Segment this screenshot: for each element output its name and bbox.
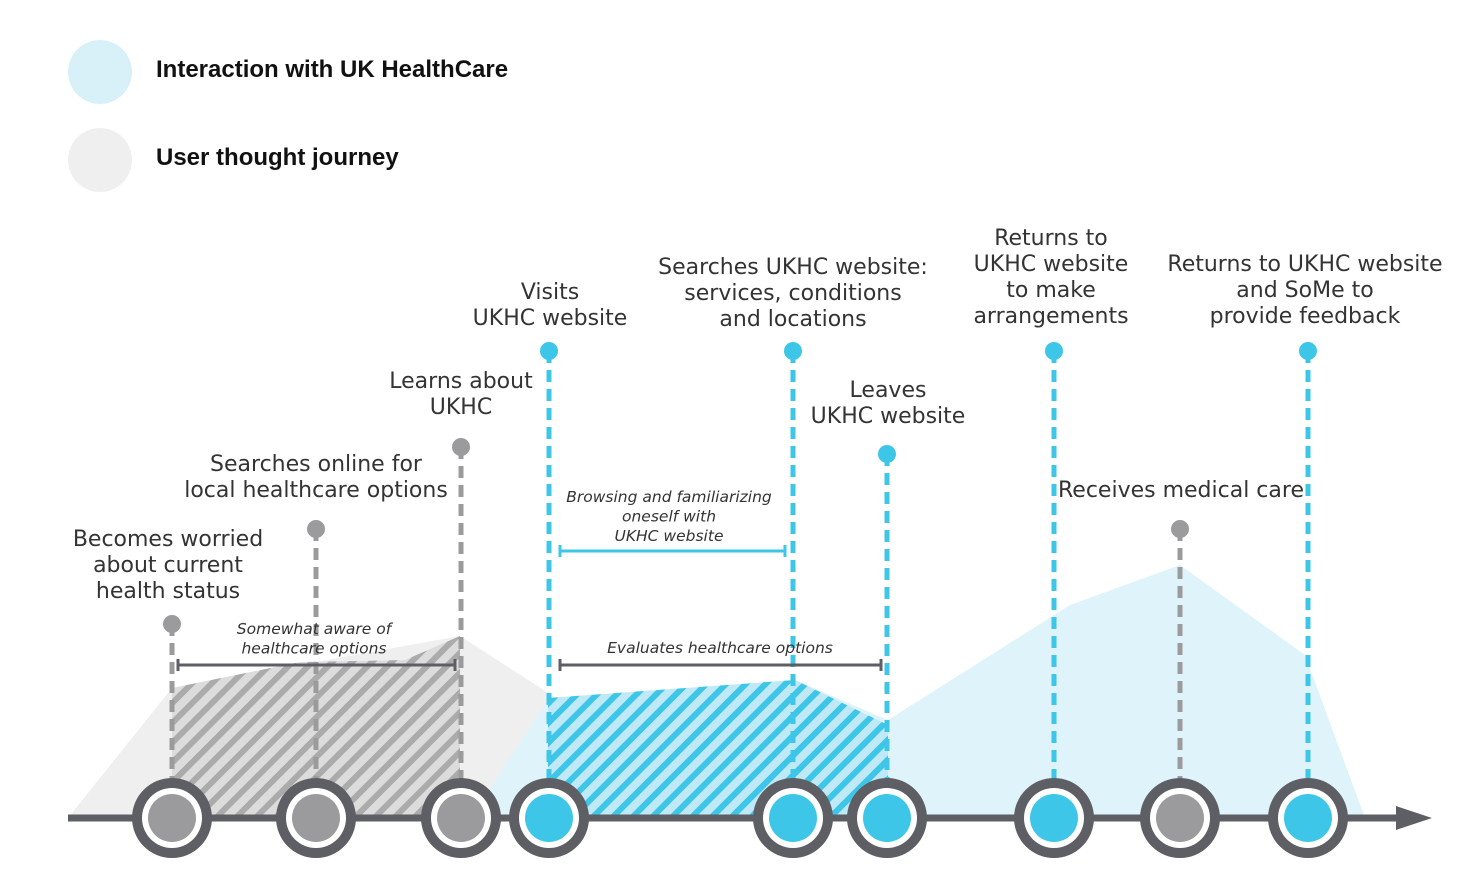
legend-thought-swatch-icon xyxy=(68,128,132,192)
event-label-line: and SoMe to xyxy=(1236,278,1373,303)
event-label-line: Returns to UKHC website xyxy=(1167,252,1442,277)
timeline-node-center-8 xyxy=(1156,794,1204,842)
timeline-node-center-3 xyxy=(437,794,485,842)
timeline-node-center-7 xyxy=(1030,794,1078,842)
timeline-node-center-5 xyxy=(769,794,817,842)
span-label-1: Somewhat aware of healthcare options xyxy=(237,620,394,658)
event-marker-dot-1 xyxy=(163,615,181,633)
legend-thought-label: User thought journey xyxy=(156,144,399,171)
interaction-hatched-area xyxy=(548,680,888,818)
event-label-line: Learns about xyxy=(389,369,533,394)
event-label-line: Visits xyxy=(521,280,579,305)
event-marker-dot-5 xyxy=(784,342,802,360)
event-label-line: provide feedback xyxy=(1210,304,1401,329)
timeline-node-center-9 xyxy=(1284,794,1332,842)
event-label-line: Receives medical care xyxy=(1058,478,1304,503)
event-marker-dot-6 xyxy=(878,445,896,463)
event-label-line: Returns to xyxy=(994,226,1108,251)
timeline-node-center-2 xyxy=(292,794,340,842)
event-label-8: Receives medical care xyxy=(1058,478,1304,503)
event-marker-dot-3 xyxy=(452,438,470,456)
event-label-line: UKHC website xyxy=(811,404,966,429)
span-label-line: healthcare options xyxy=(241,640,386,658)
event-marker-dot-2 xyxy=(307,520,325,538)
event-label-line: Searches online for xyxy=(210,452,423,477)
timeline-node-center-6 xyxy=(863,794,911,842)
event-label-line: to make xyxy=(1006,278,1095,303)
event-label-line: services, conditions xyxy=(684,281,901,306)
event-label-5: Searches UKHC website:services, conditio… xyxy=(658,255,928,332)
event-label-line: UKHC website xyxy=(473,306,628,331)
event-label-line: Searches UKHC website: xyxy=(658,255,928,280)
span-label-line: UKHC website xyxy=(615,527,724,545)
event-label-line: UKHC xyxy=(430,395,492,420)
event-label-line: arrangements xyxy=(973,304,1128,329)
span-label-3: Evaluates healthcare options xyxy=(607,639,833,657)
span-label-line: Evaluates healthcare options xyxy=(607,639,833,657)
event-label-line: UKHC website xyxy=(974,252,1129,277)
event-marker-dot-7 xyxy=(1045,342,1063,360)
event-label-line: local healthcare options xyxy=(184,478,448,503)
event-nodes xyxy=(132,778,1348,858)
event-label-line: Leaves xyxy=(850,378,927,403)
legend-interaction-swatch-icon xyxy=(68,40,132,104)
event-marker-dot-4 xyxy=(540,342,558,360)
timeline-node-center-1 xyxy=(148,794,196,842)
event-marker-dot-9 xyxy=(1299,342,1317,360)
event-label-line: health status xyxy=(96,579,240,604)
timeline-node-center-4 xyxy=(525,794,573,842)
span-label-line: oneself with xyxy=(622,508,716,526)
event-marker-dot-8 xyxy=(1171,520,1189,538)
event-label-line: Becomes worried xyxy=(73,527,263,552)
timeline-arrow-icon xyxy=(1396,806,1432,830)
span-label-line: Somewhat aware of xyxy=(237,620,394,638)
span-brackets: Somewhat aware of healthcare options Brows… xyxy=(176,488,883,671)
event-label-line: and locations xyxy=(719,307,866,332)
event-label-line: about current xyxy=(93,553,243,578)
legend-interaction-label: Interaction with UK HealthCare xyxy=(156,56,509,83)
span-label-line: Browsing and familiarizing xyxy=(566,488,772,506)
